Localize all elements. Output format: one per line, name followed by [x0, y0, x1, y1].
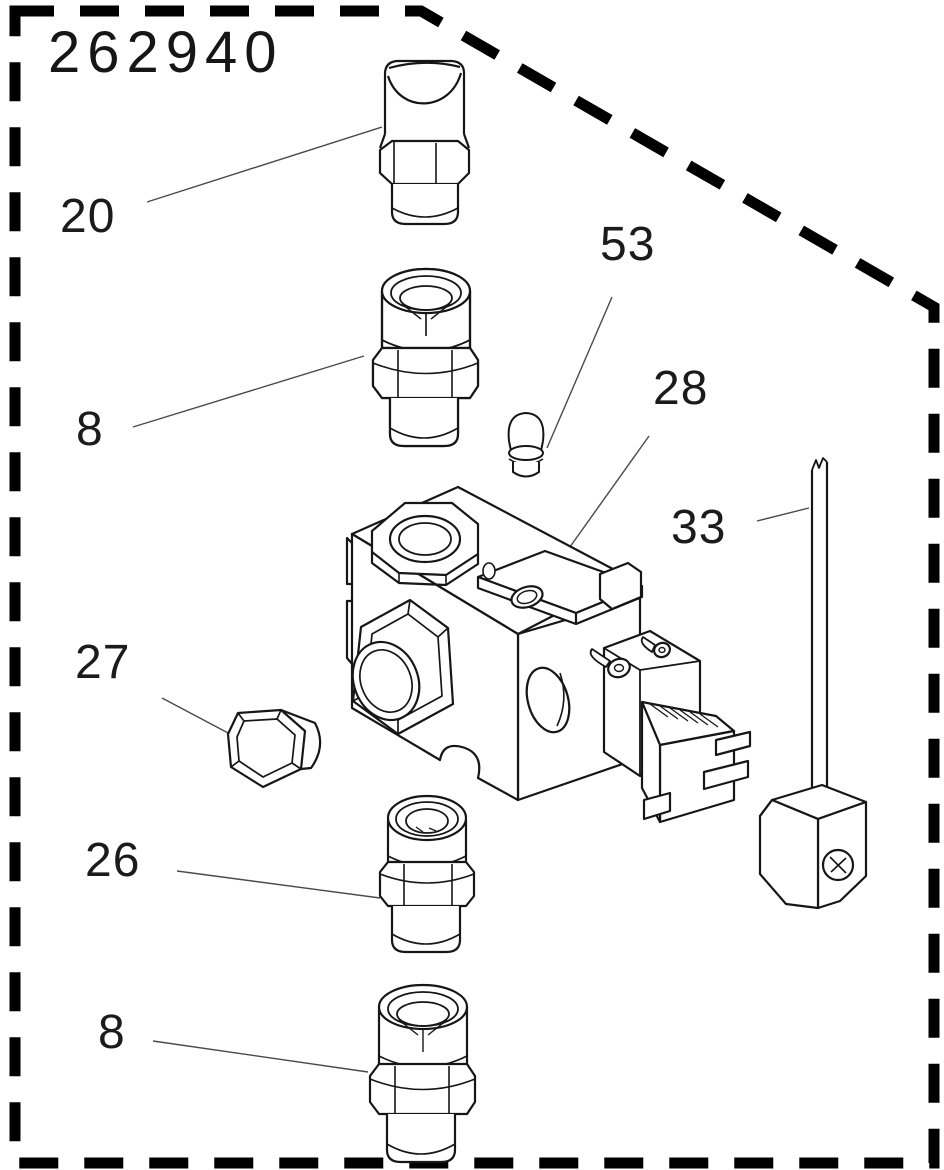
- leader-line-33: [757, 508, 809, 521]
- leader-line-8-lower: [153, 1041, 368, 1072]
- callout-label-33: 33: [671, 501, 727, 554]
- leader-line-27: [162, 698, 230, 734]
- part-20-fitting-drawing: [380, 61, 469, 224]
- callout-label-26: 26: [85, 834, 141, 887]
- callout-label-27: 27: [75, 636, 131, 689]
- valve-body-drawing: [341, 487, 750, 822]
- part-26-nipple-drawing: [380, 796, 474, 952]
- leader-line-26: [177, 871, 380, 898]
- part-53-cap-drawing: [509, 413, 544, 477]
- part-8-lower-fitting-drawing: [368, 983, 477, 1164]
- callout-label-8-upper: 8: [76, 403, 104, 456]
- callout-label-8-lower: 8: [98, 1006, 126, 1059]
- part-27-plug-drawing: [228, 710, 320, 787]
- valve-screws: [591, 637, 672, 680]
- part-8-upper-fitting-drawing: [371, 267, 480, 448]
- leader-line-53: [547, 297, 612, 448]
- callout-label-53: 53: [600, 218, 656, 271]
- dashed-border: [15, 11, 934, 1163]
- callout-label-28: 28: [653, 362, 709, 415]
- leader-line-8-upper: [133, 356, 364, 427]
- leader-line-20: [147, 127, 382, 202]
- connector-terminals: [644, 732, 750, 819]
- callout-label-20: 20: [60, 190, 116, 243]
- part-33-probe-drawing: [760, 458, 866, 908]
- part-number: 262940: [48, 20, 284, 85]
